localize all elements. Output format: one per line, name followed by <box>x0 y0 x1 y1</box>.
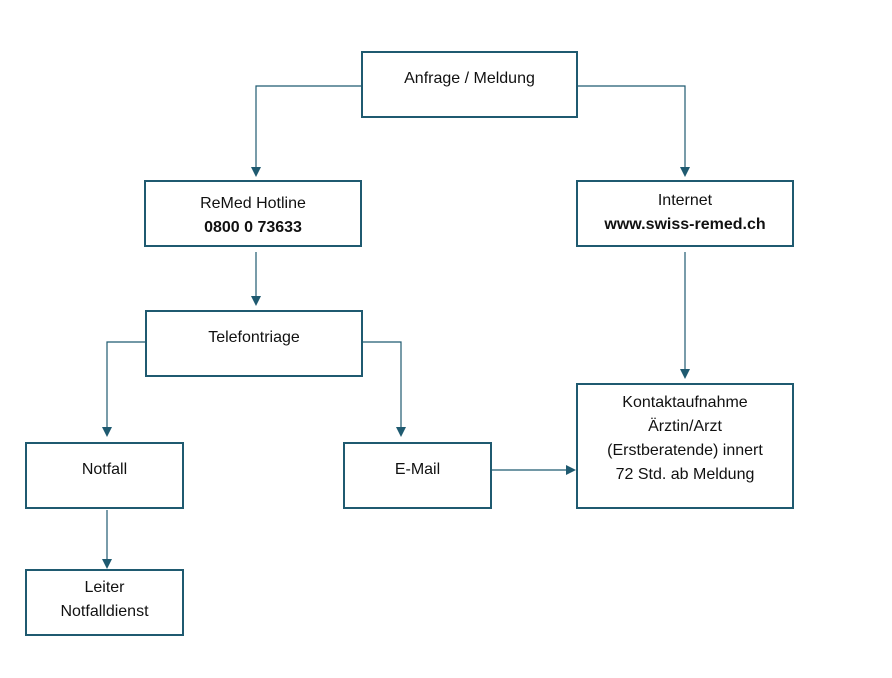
connector-anfrage-internet <box>577 85 690 177</box>
connector-telefontriage-notfall <box>102 341 146 437</box>
node-label: Ärztin/Arzt <box>648 418 722 435</box>
website-url: www.swiss-remed.ch <box>604 216 766 233</box>
node-internet: Internet www.swiss-remed.ch <box>576 180 794 247</box>
node-email: E-Mail <box>343 442 492 509</box>
node-kontaktaufnahme: Kontaktaufnahme Ärztin/Arzt (Erstberaten… <box>576 383 794 509</box>
node-label: ReMed Hotline <box>200 195 306 212</box>
node-label: Notfalldienst <box>60 603 149 620</box>
node-telefontriage: Telefontriage <box>145 310 363 377</box>
node-label: Notfall <box>81 461 128 478</box>
node-label: 72 Std. ab Meldung <box>615 466 755 483</box>
node-label: Telefontriage <box>208 329 300 346</box>
node-label: Anfrage / Meldung <box>404 70 535 87</box>
node-label: Internet <box>657 192 713 209</box>
connector-telefontriage-email <box>362 341 406 437</box>
node-label: (Erstberatende) innert <box>607 442 763 459</box>
node-label: Leiter <box>84 579 125 596</box>
node-label: Kontaktaufnahme <box>622 394 748 411</box>
node-notfall: Notfall <box>25 442 184 509</box>
node-leiter-notfalldienst: Leiter Notfalldienst <box>25 569 184 636</box>
hotline-phone-number: 0800 0 73633 <box>204 219 302 236</box>
node-anfrage-meldung: Anfrage / Meldung <box>361 51 578 118</box>
connector-anfrage-hotline <box>251 85 361 177</box>
node-label: E-Mail <box>394 461 441 478</box>
node-remed-hotline: ReMed Hotline 0800 0 73633 <box>144 180 362 247</box>
